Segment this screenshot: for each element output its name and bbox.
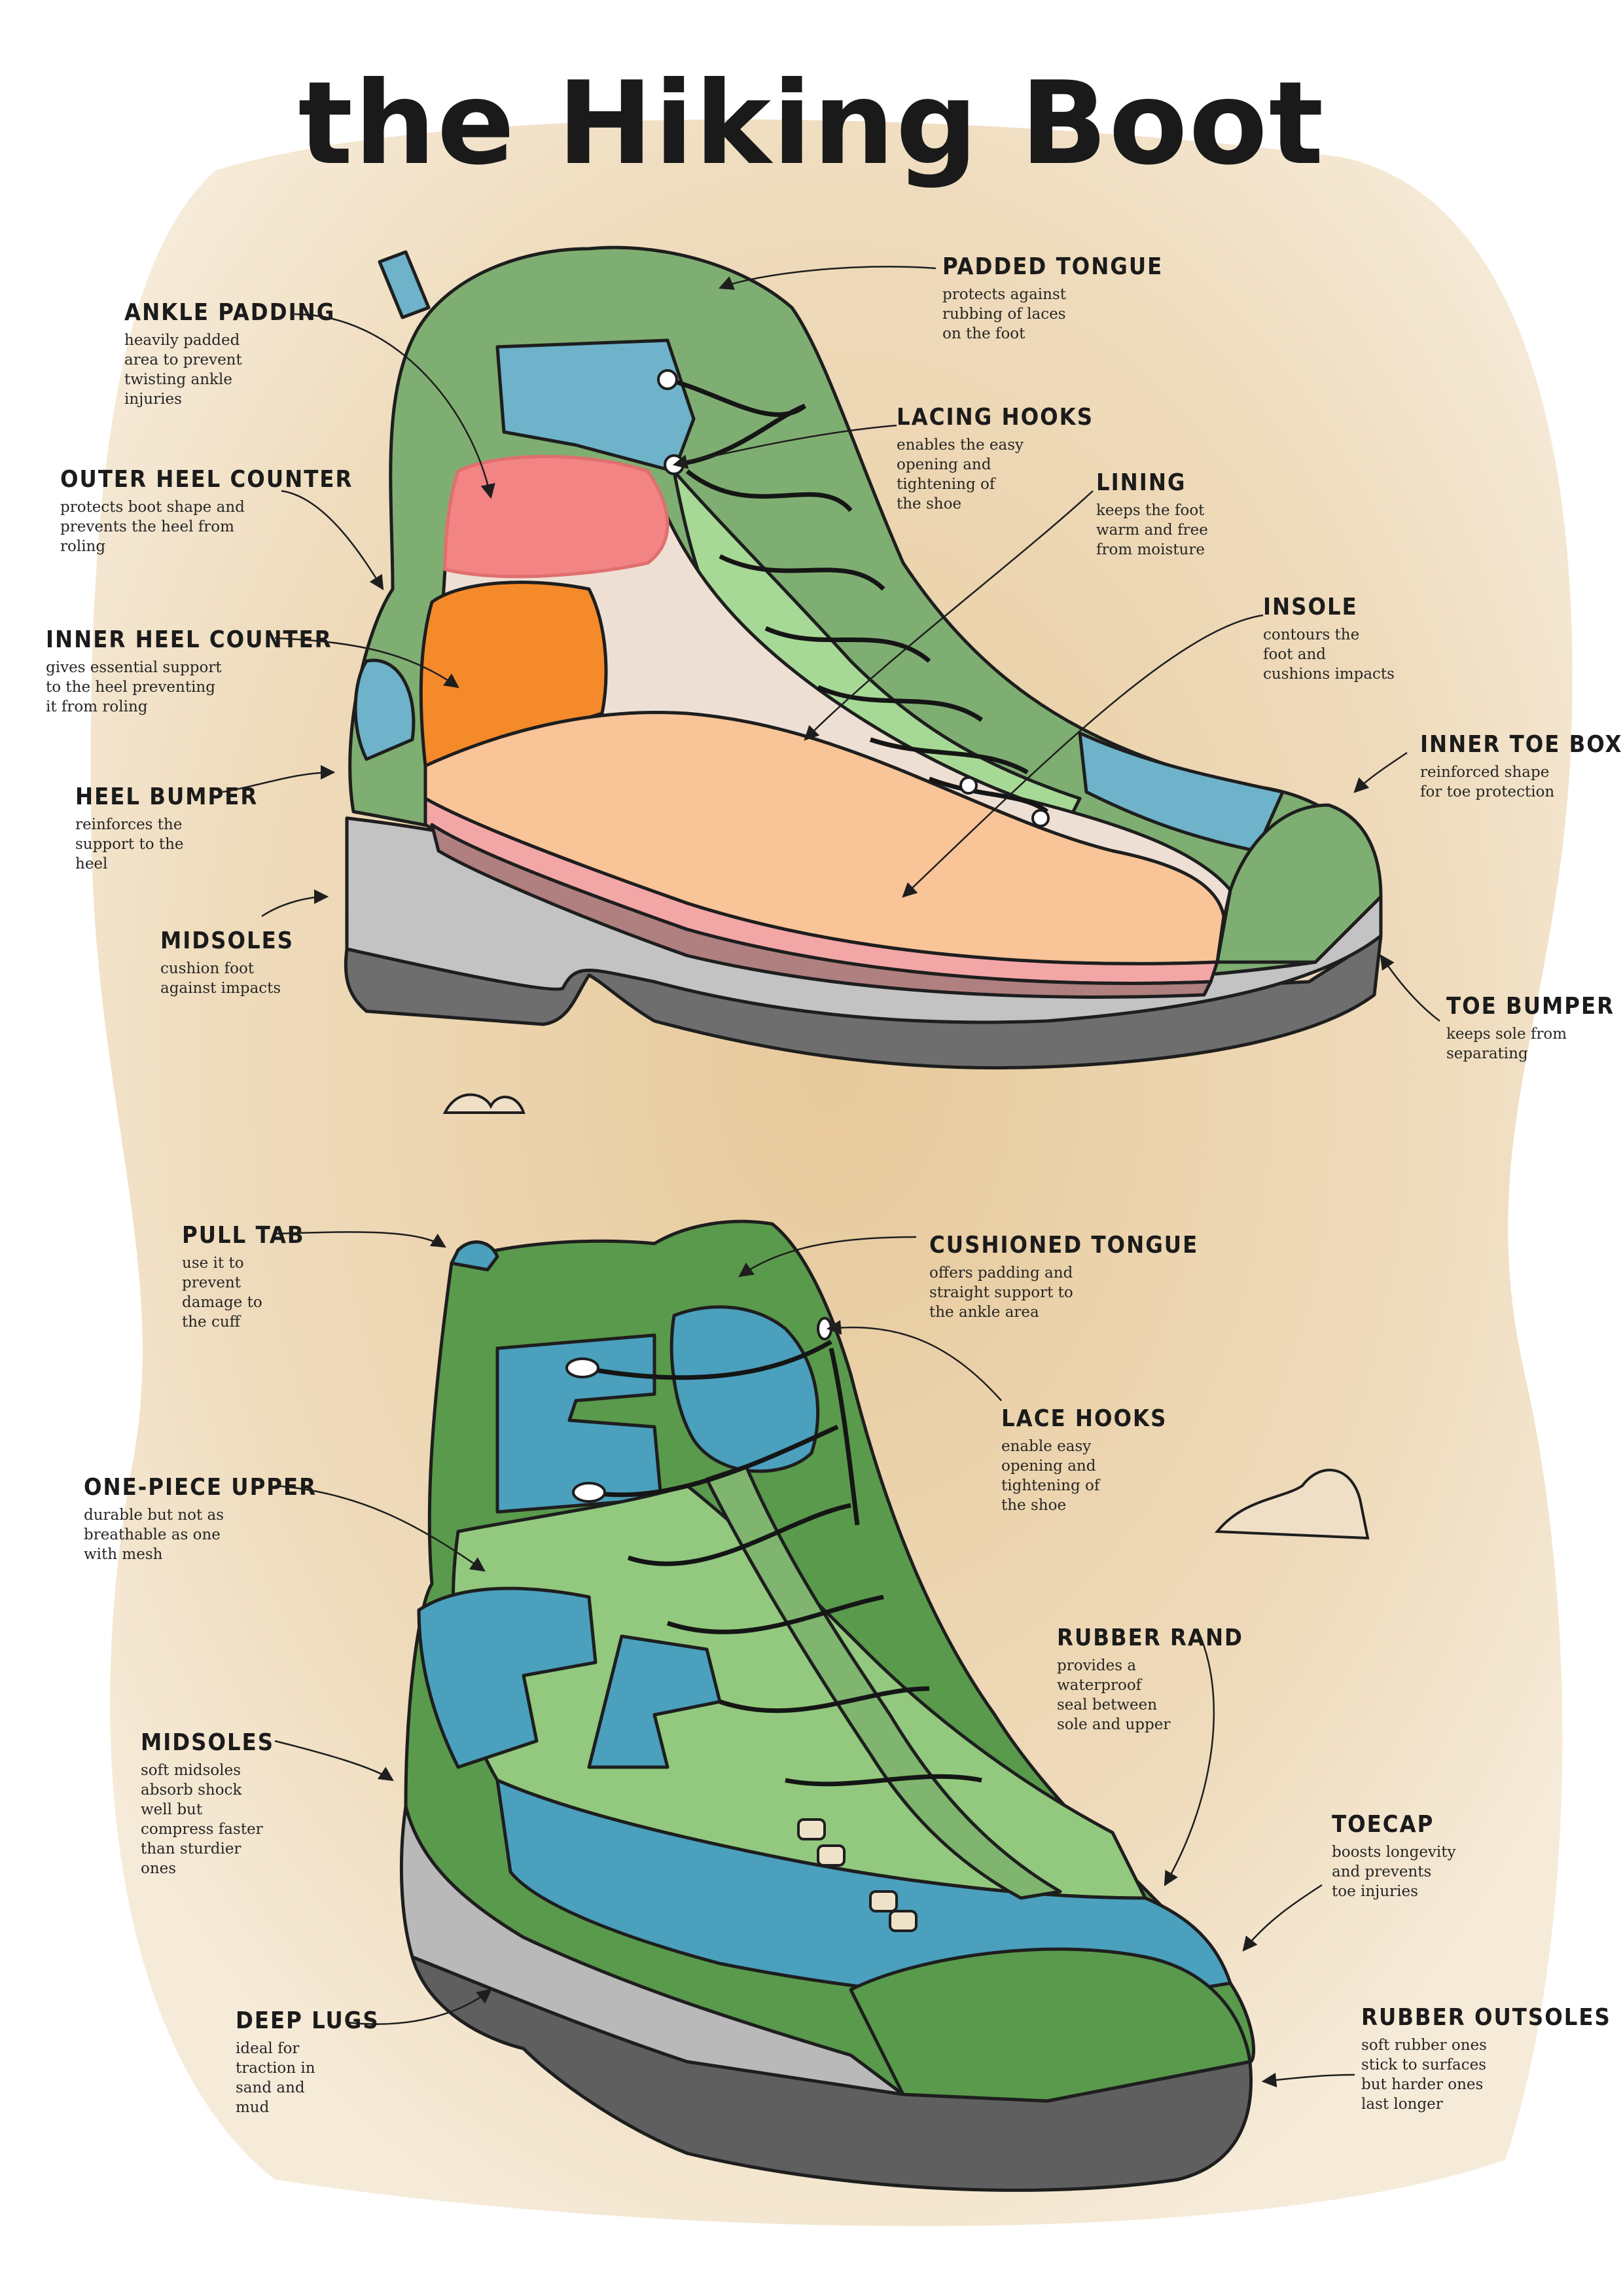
annotation-arrows xyxy=(222,266,1440,2088)
label-lacing-hooks-title: LACING HOOKS xyxy=(897,404,1094,431)
label-padded-tongue-desc: protects against rubbing of laces on the… xyxy=(942,286,1067,342)
top-pull-tab xyxy=(378,250,431,319)
label-toe-bumper-title: TOE BUMPER xyxy=(1446,993,1615,1020)
label-deep-lugs-desc: ideal for traction in sand and mud xyxy=(236,2040,315,2116)
label-lining: LINING keeps the foot warm and free from… xyxy=(1096,468,1208,560)
label-inner-toe-box: INNER TOE BOX reinforced shape for toe p… xyxy=(1420,730,1623,802)
label-rubber-outsoles-title: RUBBER OUTSOLES xyxy=(1361,2004,1611,2031)
label-toecap-desc: boosts longevity and prevents toe injuri… xyxy=(1332,1844,1456,1900)
label-rubber-rand-desc: provides a waterproof seal between sole … xyxy=(1057,1657,1171,1733)
label-lacing-hooks: LACING HOOKS enables the easy opening an… xyxy=(897,403,1094,514)
bottom-side-panel-2 xyxy=(587,1634,722,1769)
label-inner-toe-box-title: INNER TOE BOX xyxy=(1420,731,1623,758)
label-insole: INSOLE contours the foot and cushions im… xyxy=(1263,592,1395,684)
label-insole-title: INSOLE xyxy=(1263,594,1358,620)
label-cushioned-tongue-title: CUSHIONED TONGUE xyxy=(929,1232,1199,1259)
label-lacing-hooks-desc: enables the easy opening and tightening … xyxy=(897,437,1024,512)
label-bottom-midsoles-title: MIDSOLES xyxy=(141,1729,275,1756)
label-top-midsoles: MIDSOLES cushion foot against impacts xyxy=(160,926,294,998)
label-lace-hooks: LACE HOOKS enable easy opening and tight… xyxy=(1001,1404,1167,1515)
top-heel-outer-blue xyxy=(353,658,416,761)
label-outer-heel-counter: OUTER HEEL COUNTER protects boot shape a… xyxy=(60,465,353,556)
label-ankle-padding-desc: heavily padded area to prevent twisting … xyxy=(124,332,242,408)
label-rubber-outsoles: RUBBER OUTSOLES soft rubber ones stick t… xyxy=(1361,2003,1611,2114)
top-shank xyxy=(430,823,1213,999)
label-inner-toe-box-desc: reinforced shape for toe protection xyxy=(1420,764,1555,800)
bottom-lace-panel xyxy=(705,1464,1062,1900)
top-outer-heel-counter xyxy=(443,455,669,579)
rock-right xyxy=(1214,1469,1370,1540)
label-cushioned-tongue-desc: offers padding and straight support to t… xyxy=(929,1265,1073,1321)
label-lining-desc: keeps the foot warm and free from moistu… xyxy=(1096,502,1208,558)
label-inner-heel-counter-desc: gives essential support to the heel prev… xyxy=(46,659,222,715)
label-rubber-outsoles-desc: soft rubber ones stick to surfaces but h… xyxy=(1361,2037,1487,2113)
label-rubber-rand: RUBBER RAND provides a waterproof seal b… xyxy=(1057,1623,1243,1734)
label-outer-heel-counter-desc: protects boot shape and prevents the hee… xyxy=(60,499,245,555)
label-lining-title: LINING xyxy=(1096,469,1186,496)
label-heel-bumper-desc: reinforces the support to the heel xyxy=(75,816,184,872)
label-cushioned-tongue: CUSHIONED TONGUE offers padding and stra… xyxy=(929,1230,1198,1322)
label-deep-lugs: DEEP LUGS ideal for traction in sand and… xyxy=(236,2006,380,2117)
label-inner-heel-counter-title: INNER HEEL COUNTER xyxy=(46,626,332,653)
label-one-piece-upper-desc: durable but not as breathable as one wit… xyxy=(84,1507,224,1563)
top-toe-band xyxy=(1078,731,1285,853)
bottom-side-panel-1 xyxy=(417,1587,597,1769)
label-bottom-midsoles: MIDSOLES soft midsoles absorb shock well… xyxy=(141,1728,274,1878)
label-heel-bumper: HEEL BUMPER reinforces the support to th… xyxy=(75,782,258,874)
label-one-piece-upper: ONE-PIECE UPPER durable but not as breat… xyxy=(84,1473,317,1564)
label-ankle-padding-title: ANKLE PADDING xyxy=(124,299,336,326)
bottom-tongue xyxy=(669,1305,820,1473)
label-one-piece-upper-title: ONE-PIECE UPPER xyxy=(84,1474,317,1501)
bottom-pull-tab xyxy=(450,1240,499,1272)
label-top-midsoles-desc: cushion foot against impacts xyxy=(160,960,281,997)
label-ankle-padding: ANKLE PADDING heavily padded area to pre… xyxy=(124,298,335,409)
label-insole-desc: contours the foot and cushions impacts xyxy=(1263,626,1395,683)
label-inner-heel-counter: INNER HEEL COUNTER gives essential suppo… xyxy=(46,625,332,717)
label-lace-hooks-desc: enable easy opening and tightening of th… xyxy=(1001,1438,1100,1514)
bottom-rubber-rand xyxy=(495,1778,1232,2005)
label-heel-bumper-title: HEEL BUMPER xyxy=(75,783,259,810)
label-padded-tongue: PADDED TONGUE protects against rubbing o… xyxy=(942,252,1163,344)
top-boot xyxy=(344,245,1383,1070)
bottom-toecap xyxy=(849,1947,1252,2103)
rock-top xyxy=(442,1093,526,1114)
top-laces xyxy=(667,377,1049,814)
bottom-laces xyxy=(582,1339,982,1787)
top-toe-box xyxy=(1215,803,1383,964)
bottom-eyelets xyxy=(797,1818,918,1932)
label-toe-bumper-desc: keeps sole from separating xyxy=(1446,1026,1567,1062)
label-top-midsoles-title: MIDSOLES xyxy=(160,927,294,954)
top-inner-heel-counter xyxy=(419,581,608,768)
label-outer-heel-counter-title: OUTER HEEL COUNTER xyxy=(60,466,353,493)
label-pull-tab: PULL TAB use it to prevent damage to the… xyxy=(182,1221,305,1332)
page-title: the Hiking Boot xyxy=(298,58,1325,190)
label-padded-tongue-title: PADDED TONGUE xyxy=(942,253,1164,280)
label-lace-hooks-title: LACE HOOKS xyxy=(1001,1405,1168,1432)
label-pull-tab-title: PULL TAB xyxy=(182,1222,305,1249)
bottom-cuff-patch xyxy=(495,1333,663,1514)
label-toecap: TOECAP boosts longevity and prevents toe… xyxy=(1332,1810,1456,1901)
bottom-boot xyxy=(399,1219,1256,2192)
label-rubber-rand-title: RUBBER RAND xyxy=(1057,1624,1243,1651)
label-toe-bumper: TOE BUMPER keeps sole from separating xyxy=(1446,992,1614,1064)
label-toecap-title: TOECAP xyxy=(1332,1811,1435,1838)
label-pull-tab-desc: use it to prevent damage to the cuff xyxy=(182,1255,262,1331)
label-bottom-midsoles-desc: soft midsoles absorb shock well but comp… xyxy=(141,1762,263,1877)
label-deep-lugs-title: DEEP LUGS xyxy=(236,2007,380,2034)
